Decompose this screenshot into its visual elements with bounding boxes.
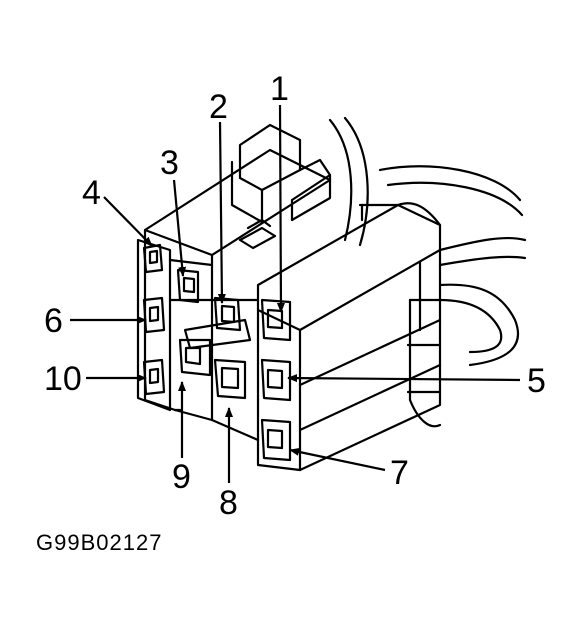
callout-5: 5 <box>527 362 546 400</box>
callout-8: 8 <box>219 484 238 522</box>
terminal-cavities <box>142 243 292 462</box>
callout-10: 10 <box>44 360 82 398</box>
callout-6: 6 <box>44 302 63 340</box>
callout-leaders <box>70 104 521 483</box>
leader-5 <box>287 374 521 383</box>
callout-2: 2 <box>209 88 228 126</box>
connector-latch <box>230 123 332 250</box>
callout-1: 1 <box>270 70 289 108</box>
callout-3: 3 <box>160 144 179 182</box>
leader-3 <box>172 179 187 277</box>
callout-4: 4 <box>82 174 101 212</box>
connector-housing <box>136 148 442 472</box>
callout-7: 7 <box>390 454 409 492</box>
callout-9: 9 <box>172 458 191 496</box>
figure-id: G99B02127 <box>36 530 163 555</box>
leader-7 <box>289 447 386 472</box>
leader-2 <box>217 121 226 304</box>
leader-1 <box>276 104 285 313</box>
leader-4 <box>103 196 153 247</box>
wire-bundle <box>328 116 527 367</box>
